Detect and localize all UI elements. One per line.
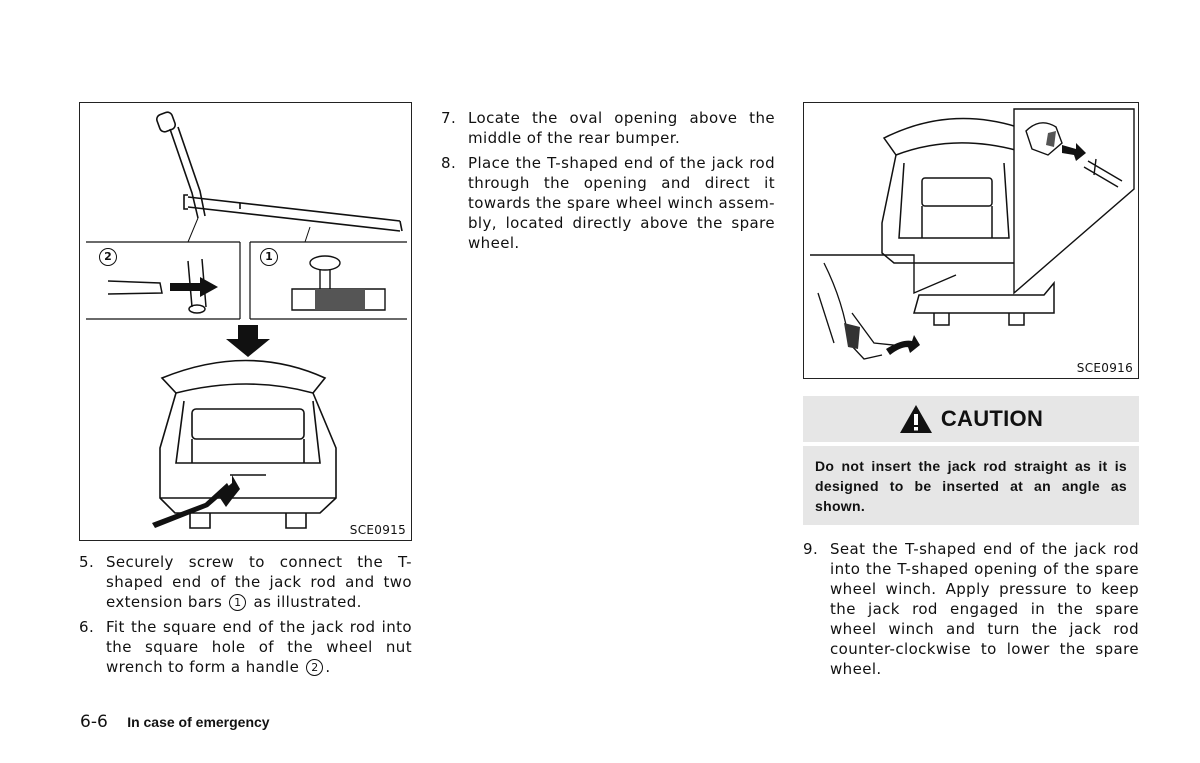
page-number: 6-6 <box>80 712 108 732</box>
step-text-end: as illustrated. <box>253 593 362 611</box>
figure-code: SCE0915 <box>349 523 406 537</box>
callout-1-left-figure: 1 <box>260 248 278 266</box>
step-number: 6. <box>79 618 95 636</box>
callout-ref-1: 1 <box>229 594 247 611</box>
step-8: 8. Place the T-shaped end of the jack ro… <box>441 153 775 253</box>
step-7: 7. Locate the oval opening above the mid… <box>441 108 775 148</box>
step-5: 5. Securely screw to connect the T-shape… <box>79 552 412 612</box>
step-text: Seat the T-shaped end of the jack rod in… <box>830 540 1139 678</box>
figure-jack-rod-insertion: SCE0916 <box>803 102 1139 379</box>
section-title: In case of emergency <box>127 714 270 730</box>
right-steps: 9. Seat the T-shaped end of the jack rod… <box>803 539 1139 684</box>
middle-steps: 7. Locate the oval opening above the mid… <box>441 108 775 258</box>
step-text: Place the T-shaped end of the jack rod t… <box>468 154 775 252</box>
jack-rod-assembly-illustration <box>86 111 407 529</box>
figure-code: SCE0916 <box>1076 361 1133 375</box>
step-9: 9. Seat the T-shaped end of the jack rod… <box>803 539 1139 679</box>
caution-header: CAUTION <box>803 396 1139 442</box>
step-number: 8. <box>441 154 457 172</box>
callout-ref-2: 2 <box>306 659 324 676</box>
jack-rod-insertion-illustration <box>810 108 1135 360</box>
step-number: 7. <box>441 109 457 127</box>
step-text: Locate the oval opening above the middle… <box>468 109 775 147</box>
step-text: Fit the square end of the jack rod into … <box>106 618 412 676</box>
callout-2-left-figure: 2 <box>99 248 117 266</box>
step-6: 6. Fit the square end of the jack rod in… <box>79 617 412 677</box>
warning-triangle-icon <box>899 405 932 433</box>
step-number: 5. <box>79 553 95 571</box>
figure-jack-rod-assembly: 2 1 SCE0915 <box>79 102 412 541</box>
step-text-end: . <box>325 658 331 676</box>
page-footer: 6-6 In case of emergency <box>80 712 270 732</box>
caution-text: Do not insert the jack rod straight as i… <box>803 446 1139 525</box>
step-number: 9. <box>803 540 819 558</box>
step-text: Securely screw to connect the T-shaped e… <box>106 553 412 611</box>
left-steps: 5. Securely screw to connect the T-shape… <box>79 552 412 682</box>
caution-title: CAUTION <box>940 406 1044 431</box>
